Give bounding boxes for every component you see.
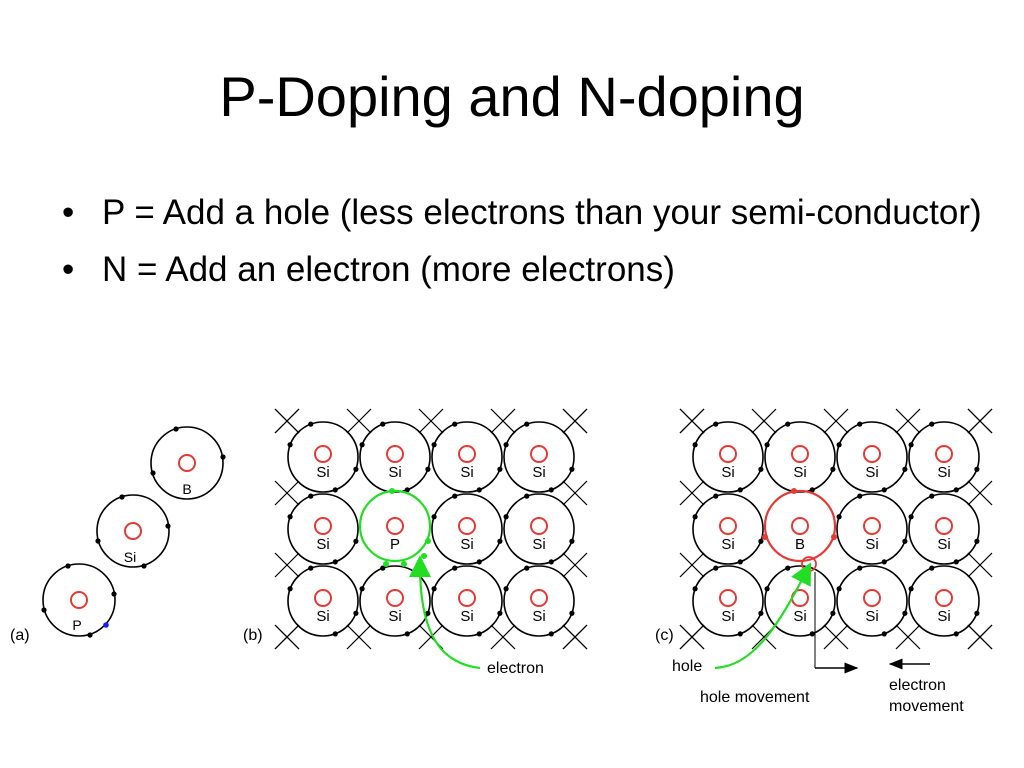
electron-movement-label: electron: [889, 677, 946, 694]
bullet-marker: •: [62, 250, 75, 289]
atom-label: Si: [388, 608, 401, 625]
panel-a: B Si P (a): [10, 426, 226, 644]
atom-label: Si: [721, 608, 734, 625]
lattice-atom: Si: [764, 421, 836, 493]
electron-movement-label: movement: [889, 698, 964, 715]
atom-label: B: [182, 481, 191, 497]
hole-movement-label: hole movement: [700, 689, 810, 706]
lattice-atom: Si: [692, 565, 764, 637]
lattice-atom: Si: [503, 421, 575, 493]
slide-title: P-Doping and N-doping: [219, 65, 805, 128]
bullet-item: • N = Add an electron (more electrons): [58, 245, 988, 295]
lattice-atom: Si: [287, 565, 359, 637]
atom-label: Si: [793, 608, 806, 625]
panel-tag: (b): [243, 627, 263, 644]
lattice-atom: Si: [836, 565, 908, 637]
atom-label: Si: [316, 464, 329, 481]
atom-label: P: [390, 536, 400, 553]
lattice-atom: Si: [287, 493, 359, 565]
lattice-atom: Si: [908, 493, 980, 565]
lattice-atom: Si: [359, 565, 431, 637]
atom-label: Si: [937, 464, 950, 481]
bullet-text: N = Add an electron (more electrons): [102, 250, 675, 289]
electron-label: electron: [487, 660, 544, 677]
atom-label: Si: [532, 464, 545, 481]
atom-label: Si: [316, 608, 329, 625]
atom-label: Si: [460, 464, 473, 481]
atom-label: B: [795, 536, 805, 553]
lattice-atom: Si: [908, 421, 980, 493]
atom-label: Si: [865, 608, 878, 625]
atom-label: Si: [793, 464, 806, 481]
bullet-list: • P = Add a hole (less electrons than yo…: [58, 188, 988, 302]
atom-p: P: [41, 563, 117, 638]
panel-tag: (c): [655, 627, 674, 644]
lattice-atom: Si: [503, 565, 575, 637]
atom-label: Si: [532, 608, 545, 625]
lattice-atom: Si: [431, 421, 503, 493]
atom-label: Si: [937, 608, 950, 625]
electron-path: [358, 488, 481, 670]
bullet-text: P = Add a hole (less electrons than your…: [102, 193, 982, 232]
panel-tag: (a): [10, 627, 30, 644]
lattice-atom: Si: [908, 565, 980, 637]
atom-label: Si: [460, 608, 473, 625]
atom-label: P: [72, 617, 81, 633]
atom-label: Si: [865, 536, 878, 553]
lattice-atom: Si: [836, 421, 908, 493]
atom-label: Si: [388, 464, 401, 481]
lattice-atom: Si: [836, 493, 908, 565]
bullet-marker: •: [62, 193, 75, 232]
atom-label: Si: [721, 464, 734, 481]
atom-label: Si: [124, 549, 136, 565]
atom-label: Si: [316, 536, 329, 553]
lattice-atom: Si: [503, 493, 575, 565]
atom-label: Si: [532, 536, 545, 553]
extra-electron: [103, 622, 109, 628]
lattice-atom: P: [386, 517, 404, 553]
lattice-atom: Si: [431, 493, 503, 565]
lattice-atom: Si: [287, 421, 359, 493]
atom-label: Si: [721, 536, 734, 553]
atom-si: Si: [95, 494, 171, 569]
atom-label: Si: [937, 536, 950, 553]
hole-label: hole: [672, 658, 702, 675]
lattice-atom: B: [791, 517, 809, 553]
bullet-item: • P = Add a hole (less electrons than yo…: [58, 188, 988, 238]
lattice-atom: Si: [431, 565, 503, 637]
atom-label: Si: [865, 464, 878, 481]
lattice-atom: Si: [692, 493, 764, 565]
atom-b: B: [150, 426, 226, 500]
lattice-atom: Si: [692, 421, 764, 493]
movement-arrows: [814, 572, 930, 674]
hole-ring: [714, 488, 837, 670]
atom-label: Si: [460, 536, 473, 553]
